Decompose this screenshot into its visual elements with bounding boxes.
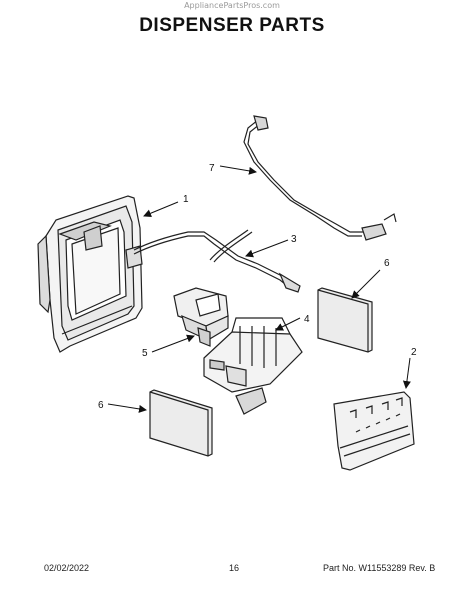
callout-3: 3 — [291, 234, 297, 245]
part-2-control-panel[interactable] — [333, 391, 415, 471]
footer-page-number: 16 — [229, 563, 240, 573]
callout-2: 2 — [411, 347, 417, 358]
part-3-water-tube[interactable] — [133, 229, 301, 293]
part-6-cover-panel-upper[interactable] — [317, 287, 373, 353]
callout-7: 7 — [209, 163, 215, 174]
part-6-cover-panel-lower[interactable] — [149, 389, 213, 457]
callout-6-upper: 6 — [384, 258, 390, 269]
callout-6-lower: 6 — [98, 400, 104, 411]
callout-1: 1 — [183, 194, 189, 205]
part-7-wire-harness[interactable] — [243, 115, 397, 241]
footer-part-number: Part No. W11553289 Rev. B — [323, 563, 436, 573]
page-title: DISPENSER PARTS — [139, 15, 325, 36]
watermark: AppliancePartsPros.com — [184, 1, 280, 10]
part-5-actuator[interactable] — [173, 287, 229, 347]
callout-4: 4 — [304, 314, 310, 325]
part-1-dispenser-housing[interactable] — [37, 195, 143, 353]
footer-date: 02/02/2022 — [44, 563, 90, 573]
callout-5: 5 — [142, 348, 148, 359]
part-4-control-bracket[interactable] — [203, 317, 303, 415]
